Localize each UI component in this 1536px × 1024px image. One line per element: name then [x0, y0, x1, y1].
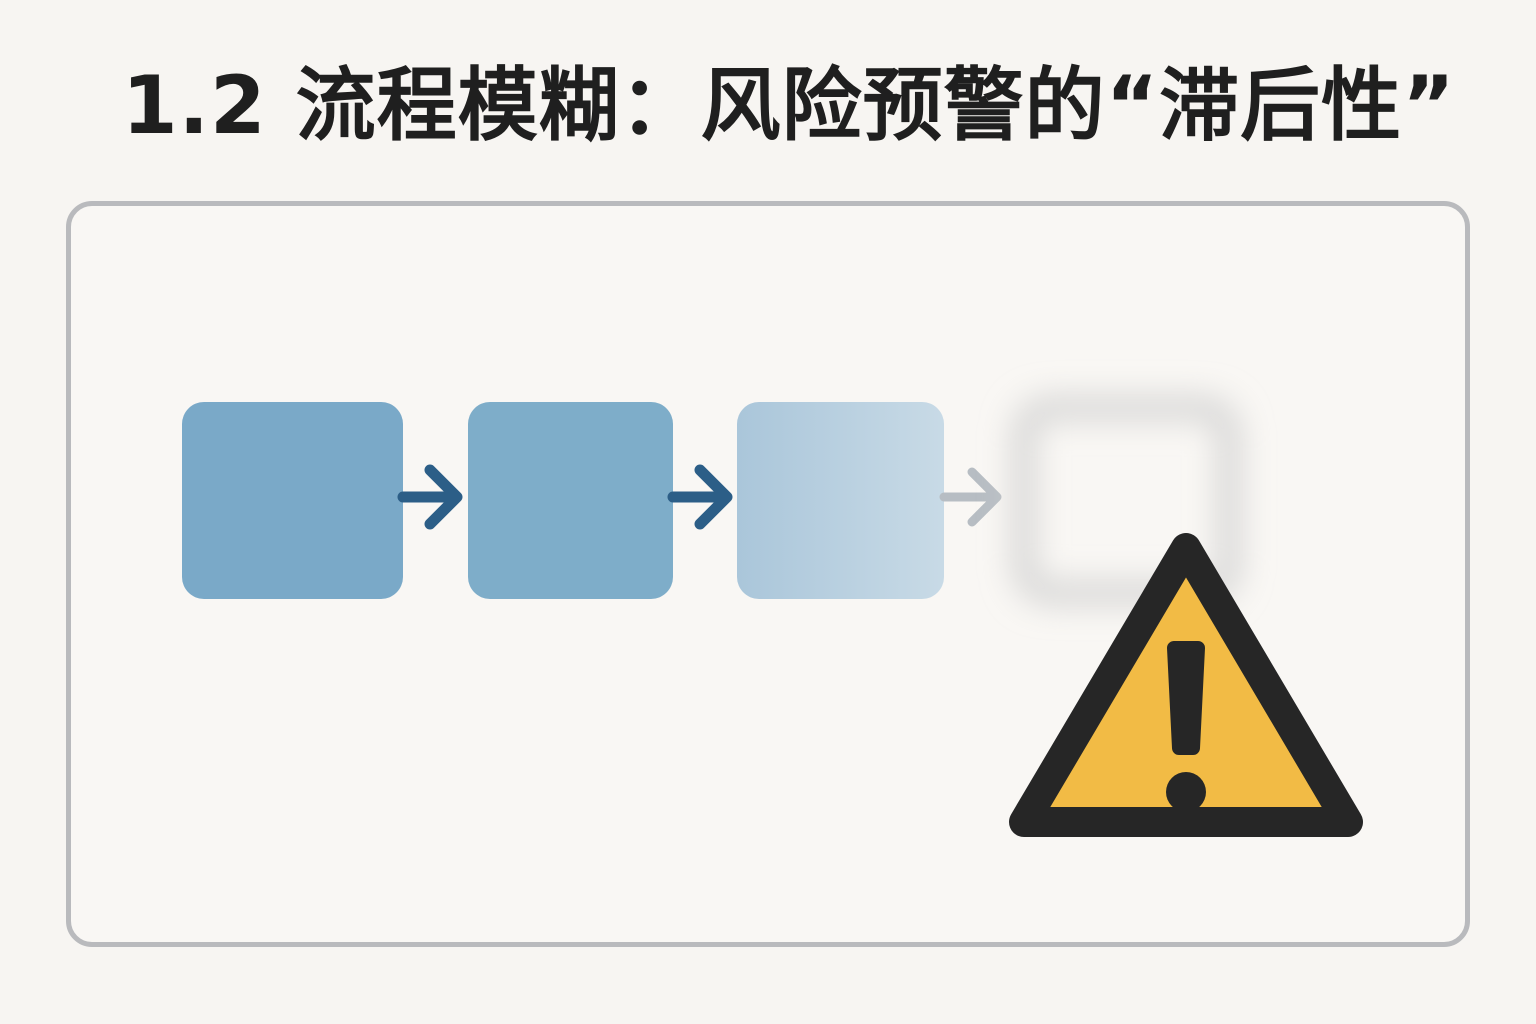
- exclamation-mark: [1167, 641, 1205, 755]
- exclamation-dot: [1166, 772, 1206, 812]
- arrow-right-icon: [939, 467, 1002, 527]
- arrow-right-icon: [667, 464, 733, 530]
- page-title: 1.2 流程模糊：风险预警的“滞后性”: [122, 59, 1456, 152]
- process-step-3: [737, 402, 944, 599]
- warning-triangle-icon: [1009, 533, 1363, 837]
- process-step-4-blurred: [1014, 398, 1239, 603]
- arrow-right-icon: [397, 464, 463, 530]
- process-step-1: [182, 402, 403, 599]
- process-step-2: [468, 402, 673, 599]
